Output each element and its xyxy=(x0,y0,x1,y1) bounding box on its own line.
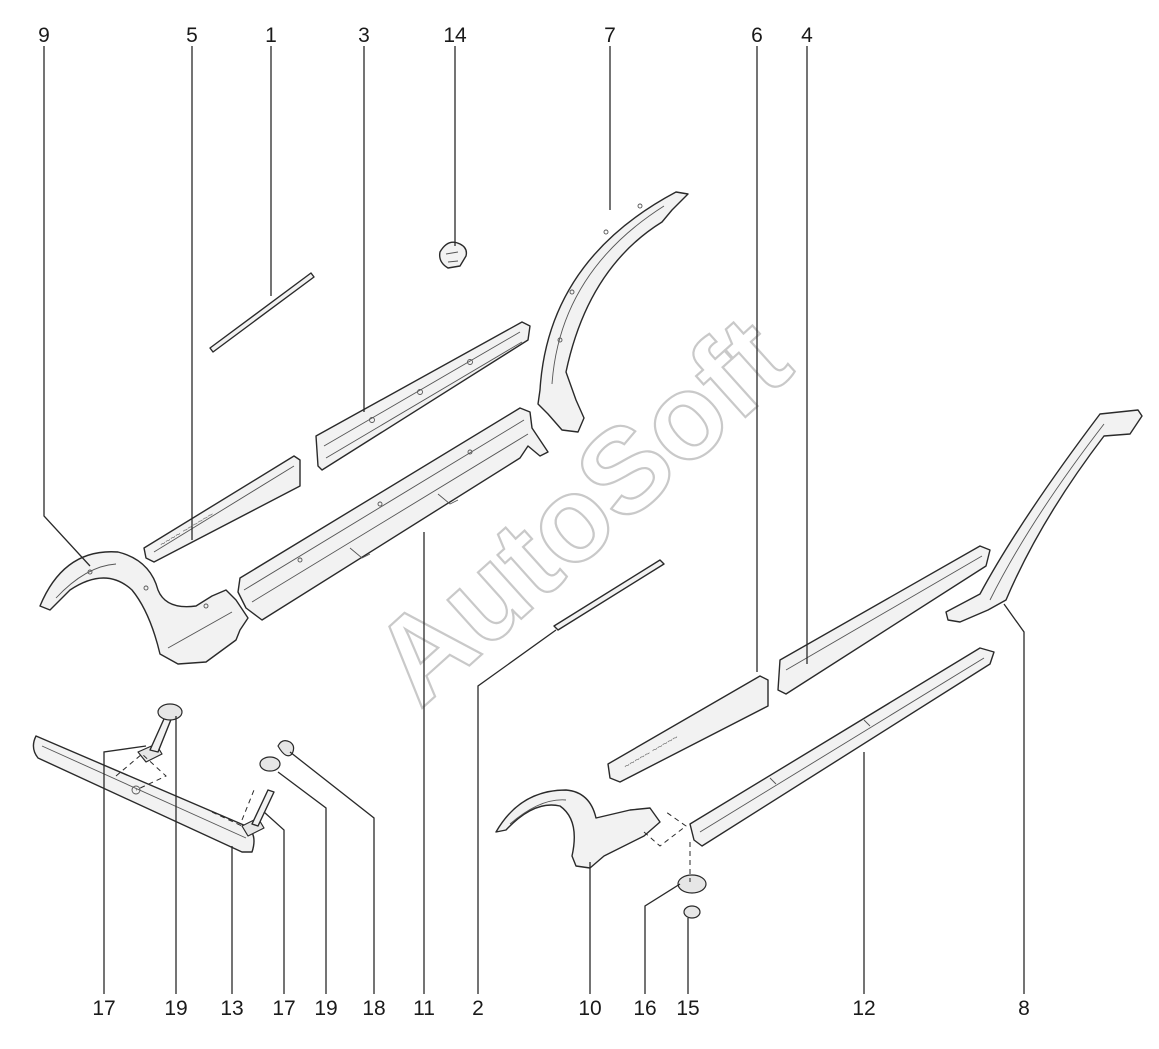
callout-8: 8 xyxy=(1018,997,1030,1020)
part-17-screw-right xyxy=(241,789,275,837)
callout-9: 9 xyxy=(38,24,50,47)
callout-17-right: 17 xyxy=(272,997,295,1020)
part-2-molding-strip xyxy=(553,559,665,631)
part-3-trim-panel xyxy=(315,321,531,471)
callout-1: 1 xyxy=(265,24,277,47)
callout-13: 13 xyxy=(220,997,243,1020)
callout-19-right: 19 xyxy=(314,997,337,1020)
callout-2: 2 xyxy=(472,997,484,1020)
callout-14: 14 xyxy=(443,24,467,47)
part-11-sill-panel xyxy=(237,407,549,621)
part-10-arch-lining xyxy=(495,789,661,869)
callout-18: 18 xyxy=(362,997,385,1020)
part-18-nut xyxy=(277,740,295,757)
leader-lines xyxy=(43,46,1025,994)
part-19-washer-right xyxy=(259,756,281,772)
callout-19-left: 19 xyxy=(164,997,187,1020)
callout-12: 12 xyxy=(852,997,875,1020)
callout-17-left: 17 xyxy=(92,997,115,1020)
callout-3: 3 xyxy=(358,24,370,47)
callout-11: 11 xyxy=(413,997,435,1020)
part-16-retainer xyxy=(677,874,707,894)
part-9-arch-lining xyxy=(39,551,249,665)
part-15-cap xyxy=(683,905,701,919)
callout-7: 7 xyxy=(604,24,616,47)
callout-16: 16 xyxy=(633,997,656,1020)
part-4-trim-panel xyxy=(777,545,991,695)
callout-10: 10 xyxy=(578,997,601,1020)
part-6-emblem-trim: ~~~~~ ~~~~~ xyxy=(607,675,769,783)
callouts-bottom: 17 19 13 17 19 18 11 2 10 16 15 12 8 xyxy=(92,997,1030,1020)
callout-6: 6 xyxy=(751,24,763,47)
callouts-top: 9 5 1 3 14 7 6 4 xyxy=(38,24,813,47)
part-12-sill-panel xyxy=(689,647,995,847)
callout-15: 15 xyxy=(676,997,699,1020)
part-8-arch-extension xyxy=(945,409,1143,623)
part-1-molding-strip xyxy=(209,272,315,353)
part-5-emblem-trim: ~~~~ ~~~~~~ xyxy=(143,455,301,563)
part-19-washer-left xyxy=(157,703,183,721)
callout-4: 4 xyxy=(801,24,813,47)
part-14-clip xyxy=(438,241,468,269)
callout-5: 5 xyxy=(186,24,198,47)
assembly-dashes xyxy=(115,753,691,882)
part-7-arch-extension xyxy=(537,191,689,433)
